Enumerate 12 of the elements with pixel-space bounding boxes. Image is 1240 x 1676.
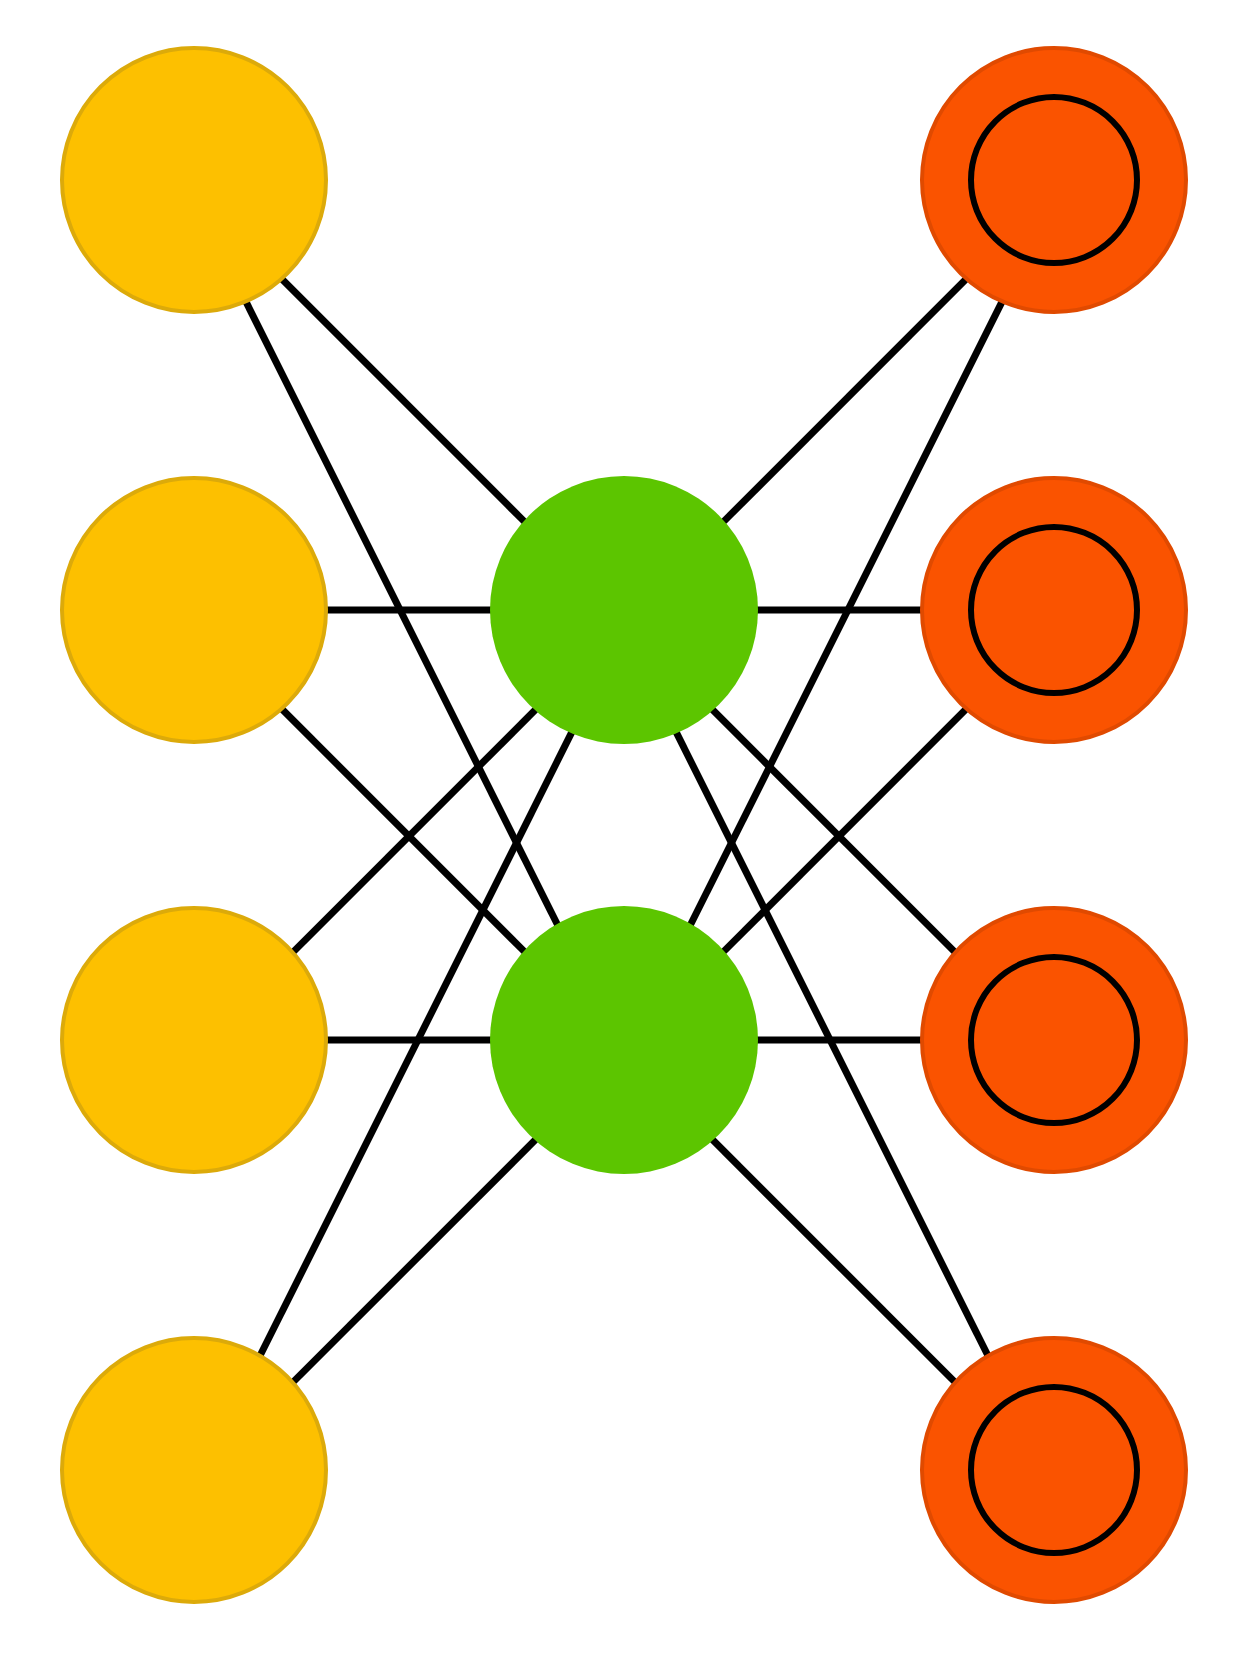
connection-line [256,729,576,1358]
connection-line [279,276,528,525]
connection-line [756,1036,922,1044]
connection-line [756,606,922,614]
connection-line [290,1136,539,1385]
connection-line [326,1036,492,1044]
connection-line [720,276,969,525]
connection-line [686,299,1006,928]
connection-line [326,606,492,614]
connection-line [709,1136,958,1385]
connection-line [242,299,562,928]
connection-line [672,729,992,1358]
